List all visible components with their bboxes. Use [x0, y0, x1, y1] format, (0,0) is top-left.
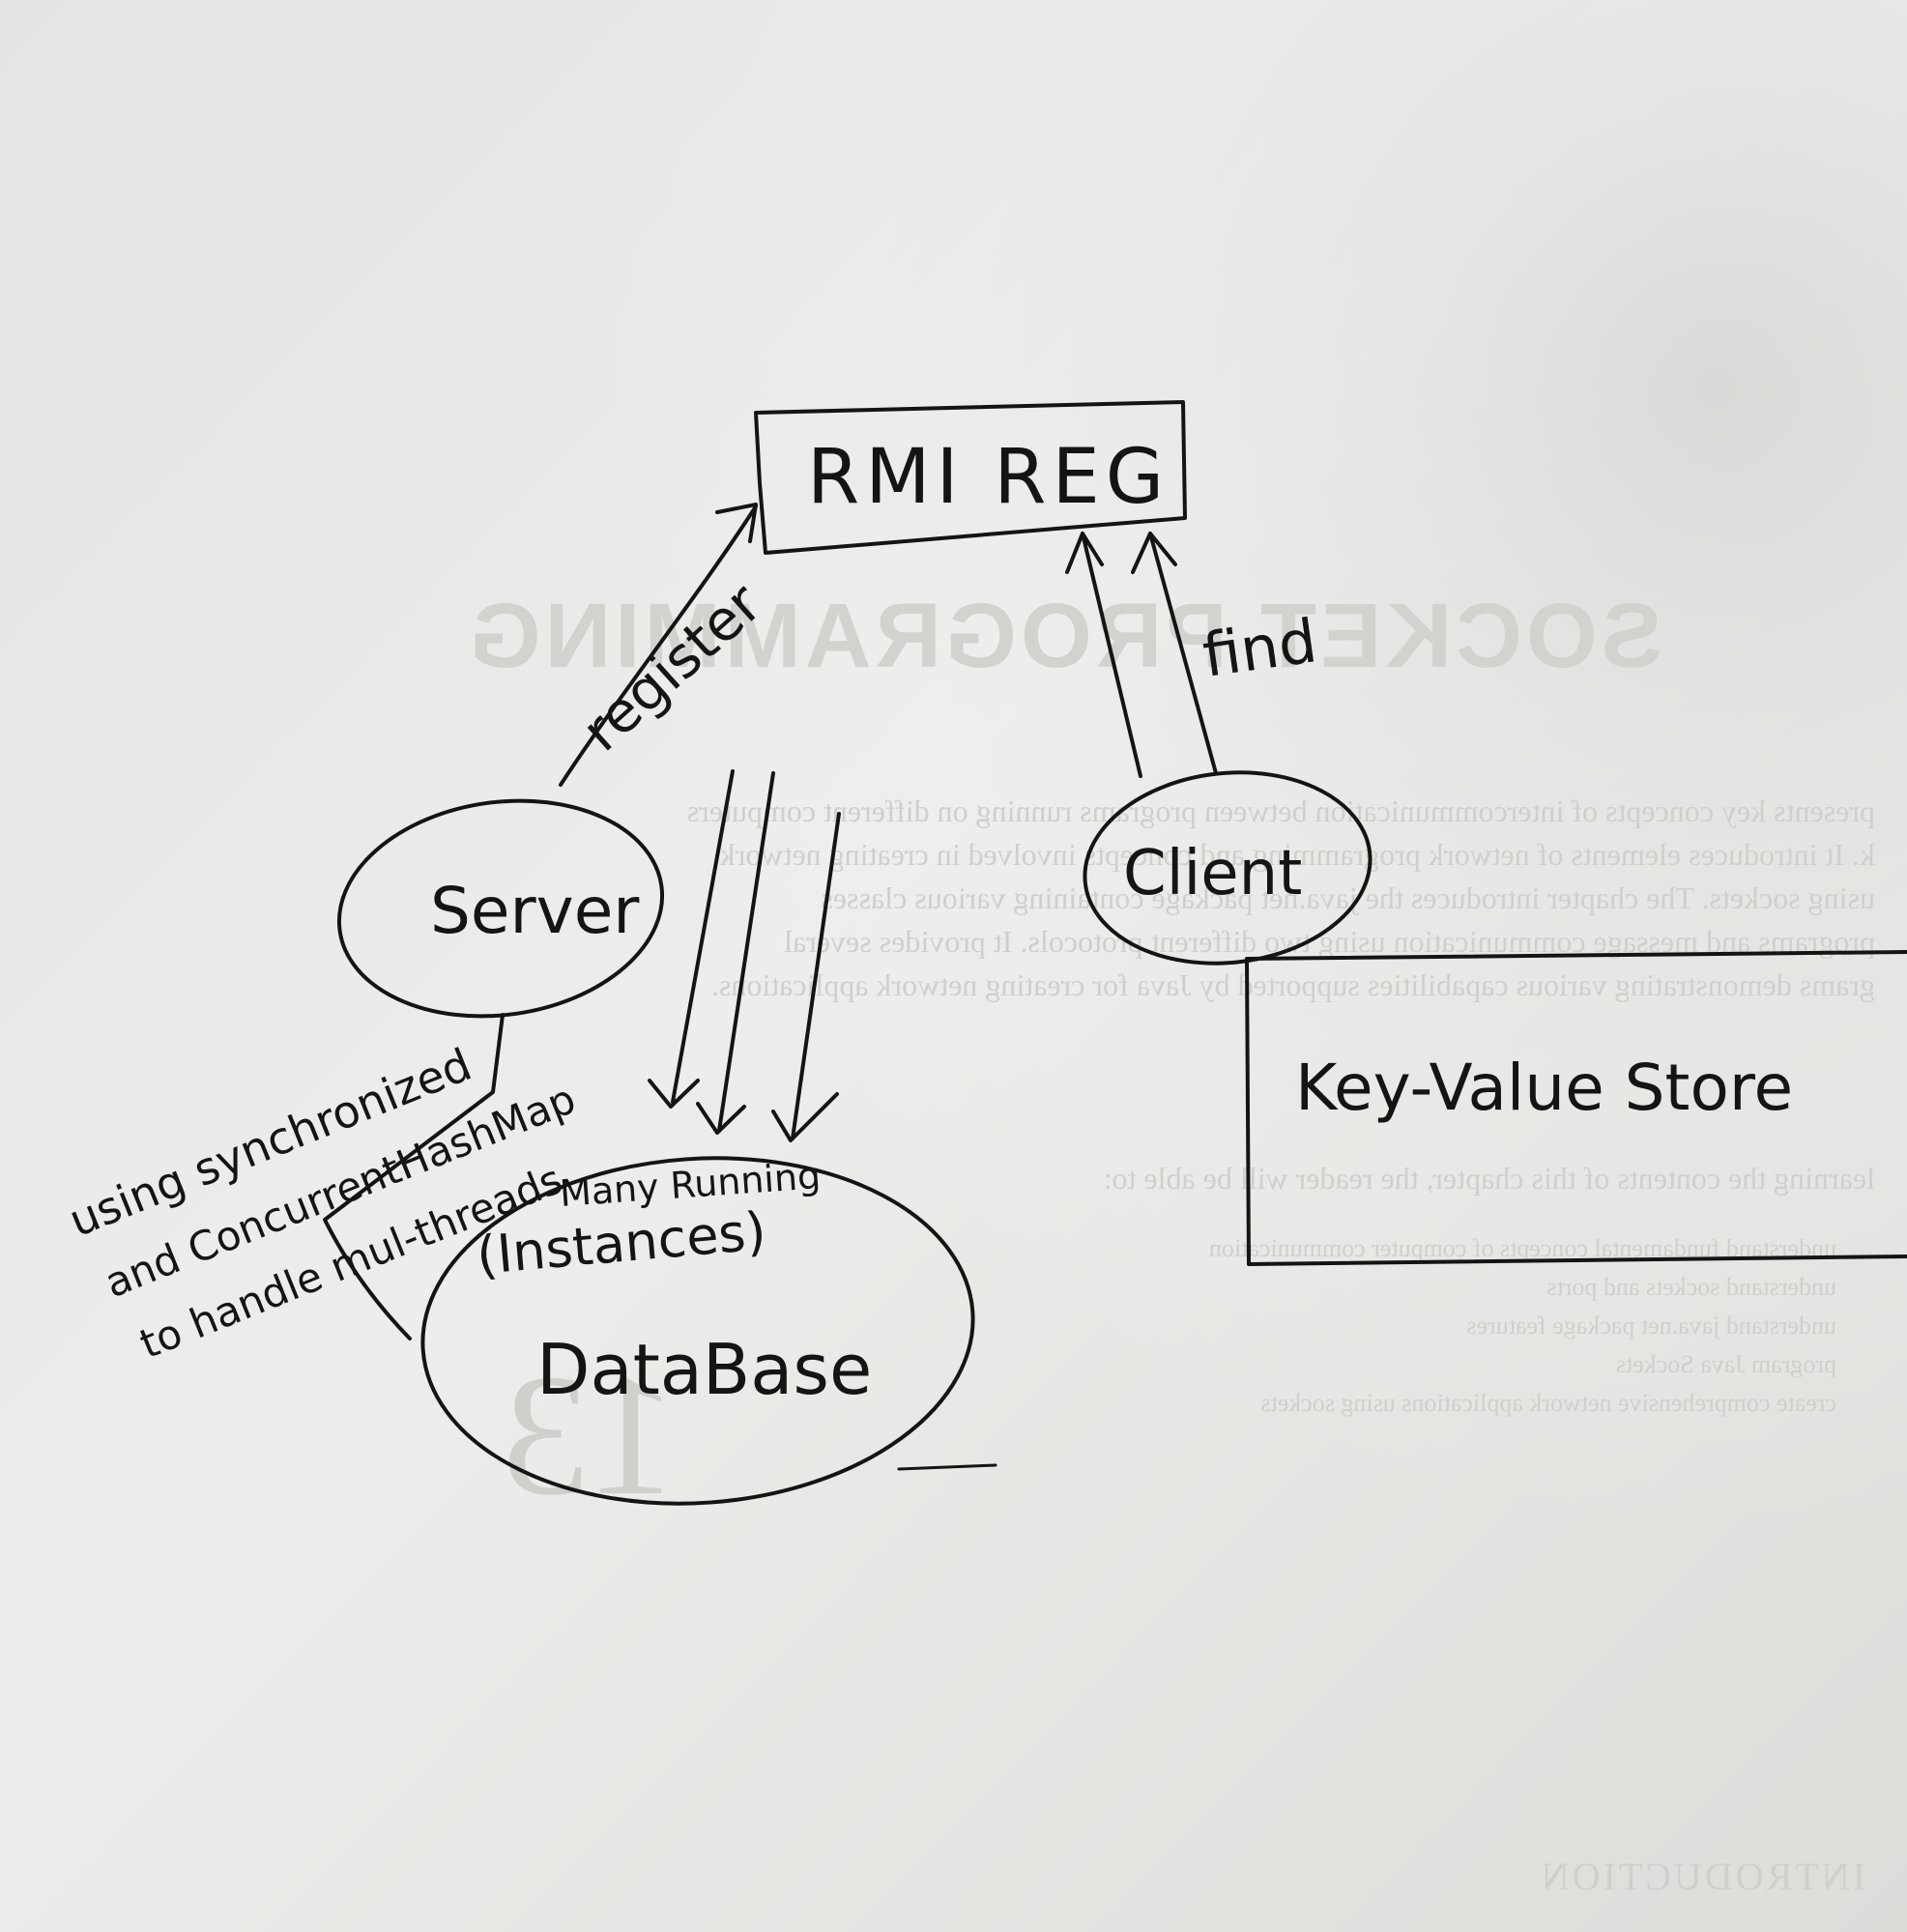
bleed-line: understand java.net package features: [1466, 1312, 1836, 1340]
key-value-store-box: [1245, 950, 1907, 1266]
key-value-store-node: Key-Value Store: [1245, 950, 1907, 1266]
bleed-line: create comprehensive network application…: [1260, 1389, 1836, 1417]
client-node: Client: [1083, 770, 1372, 966]
bleed-chapter-number: 13: [503, 1339, 677, 1531]
server-label: Server: [430, 874, 640, 948]
server-ellipse: [336, 798, 665, 1019]
server-node: Server: [336, 798, 665, 1019]
bleed-line: learning the contents of this chapter, t…: [1104, 1161, 1875, 1196]
key-value-store-label: Key-Value Store: [1295, 1051, 1793, 1125]
rmi-registry-node: RMI REG: [754, 400, 1187, 555]
database-arrows: [648, 769, 841, 1142]
rmi-registry-box: [754, 400, 1187, 555]
bleed-line: program Java Sockets: [1616, 1350, 1836, 1378]
note-connector: [323, 1013, 505, 1341]
bleed-line: grams demonstrating various capabilities…: [711, 967, 1875, 1002]
bleed-line: k. It introduces elements of network pro…: [720, 837, 1875, 872]
find-label: find: [1199, 605, 1321, 691]
bleed-line: understand sockets and ports: [1546, 1273, 1836, 1301]
database-label: DataBase: [536, 1329, 872, 1410]
hand-drawn-diagram: RMI REG Server Client Key-Value Store Ma…: [62, 400, 1907, 1506]
database-ellipse: [420, 1156, 975, 1506]
bleed-line: presents key concepts of intercommunicat…: [687, 793, 1875, 828]
client-label: Client: [1123, 838, 1302, 909]
find-arrows: find: [1065, 532, 1321, 778]
rmi-registry-label: RMI REG: [807, 434, 1170, 521]
bleed-footer: INTRODUCTION: [1539, 1855, 1865, 1898]
page-bleed-through: SOCKET PROGRAMMING 13 INTRODUCTION prese…: [466, 585, 1875, 1898]
